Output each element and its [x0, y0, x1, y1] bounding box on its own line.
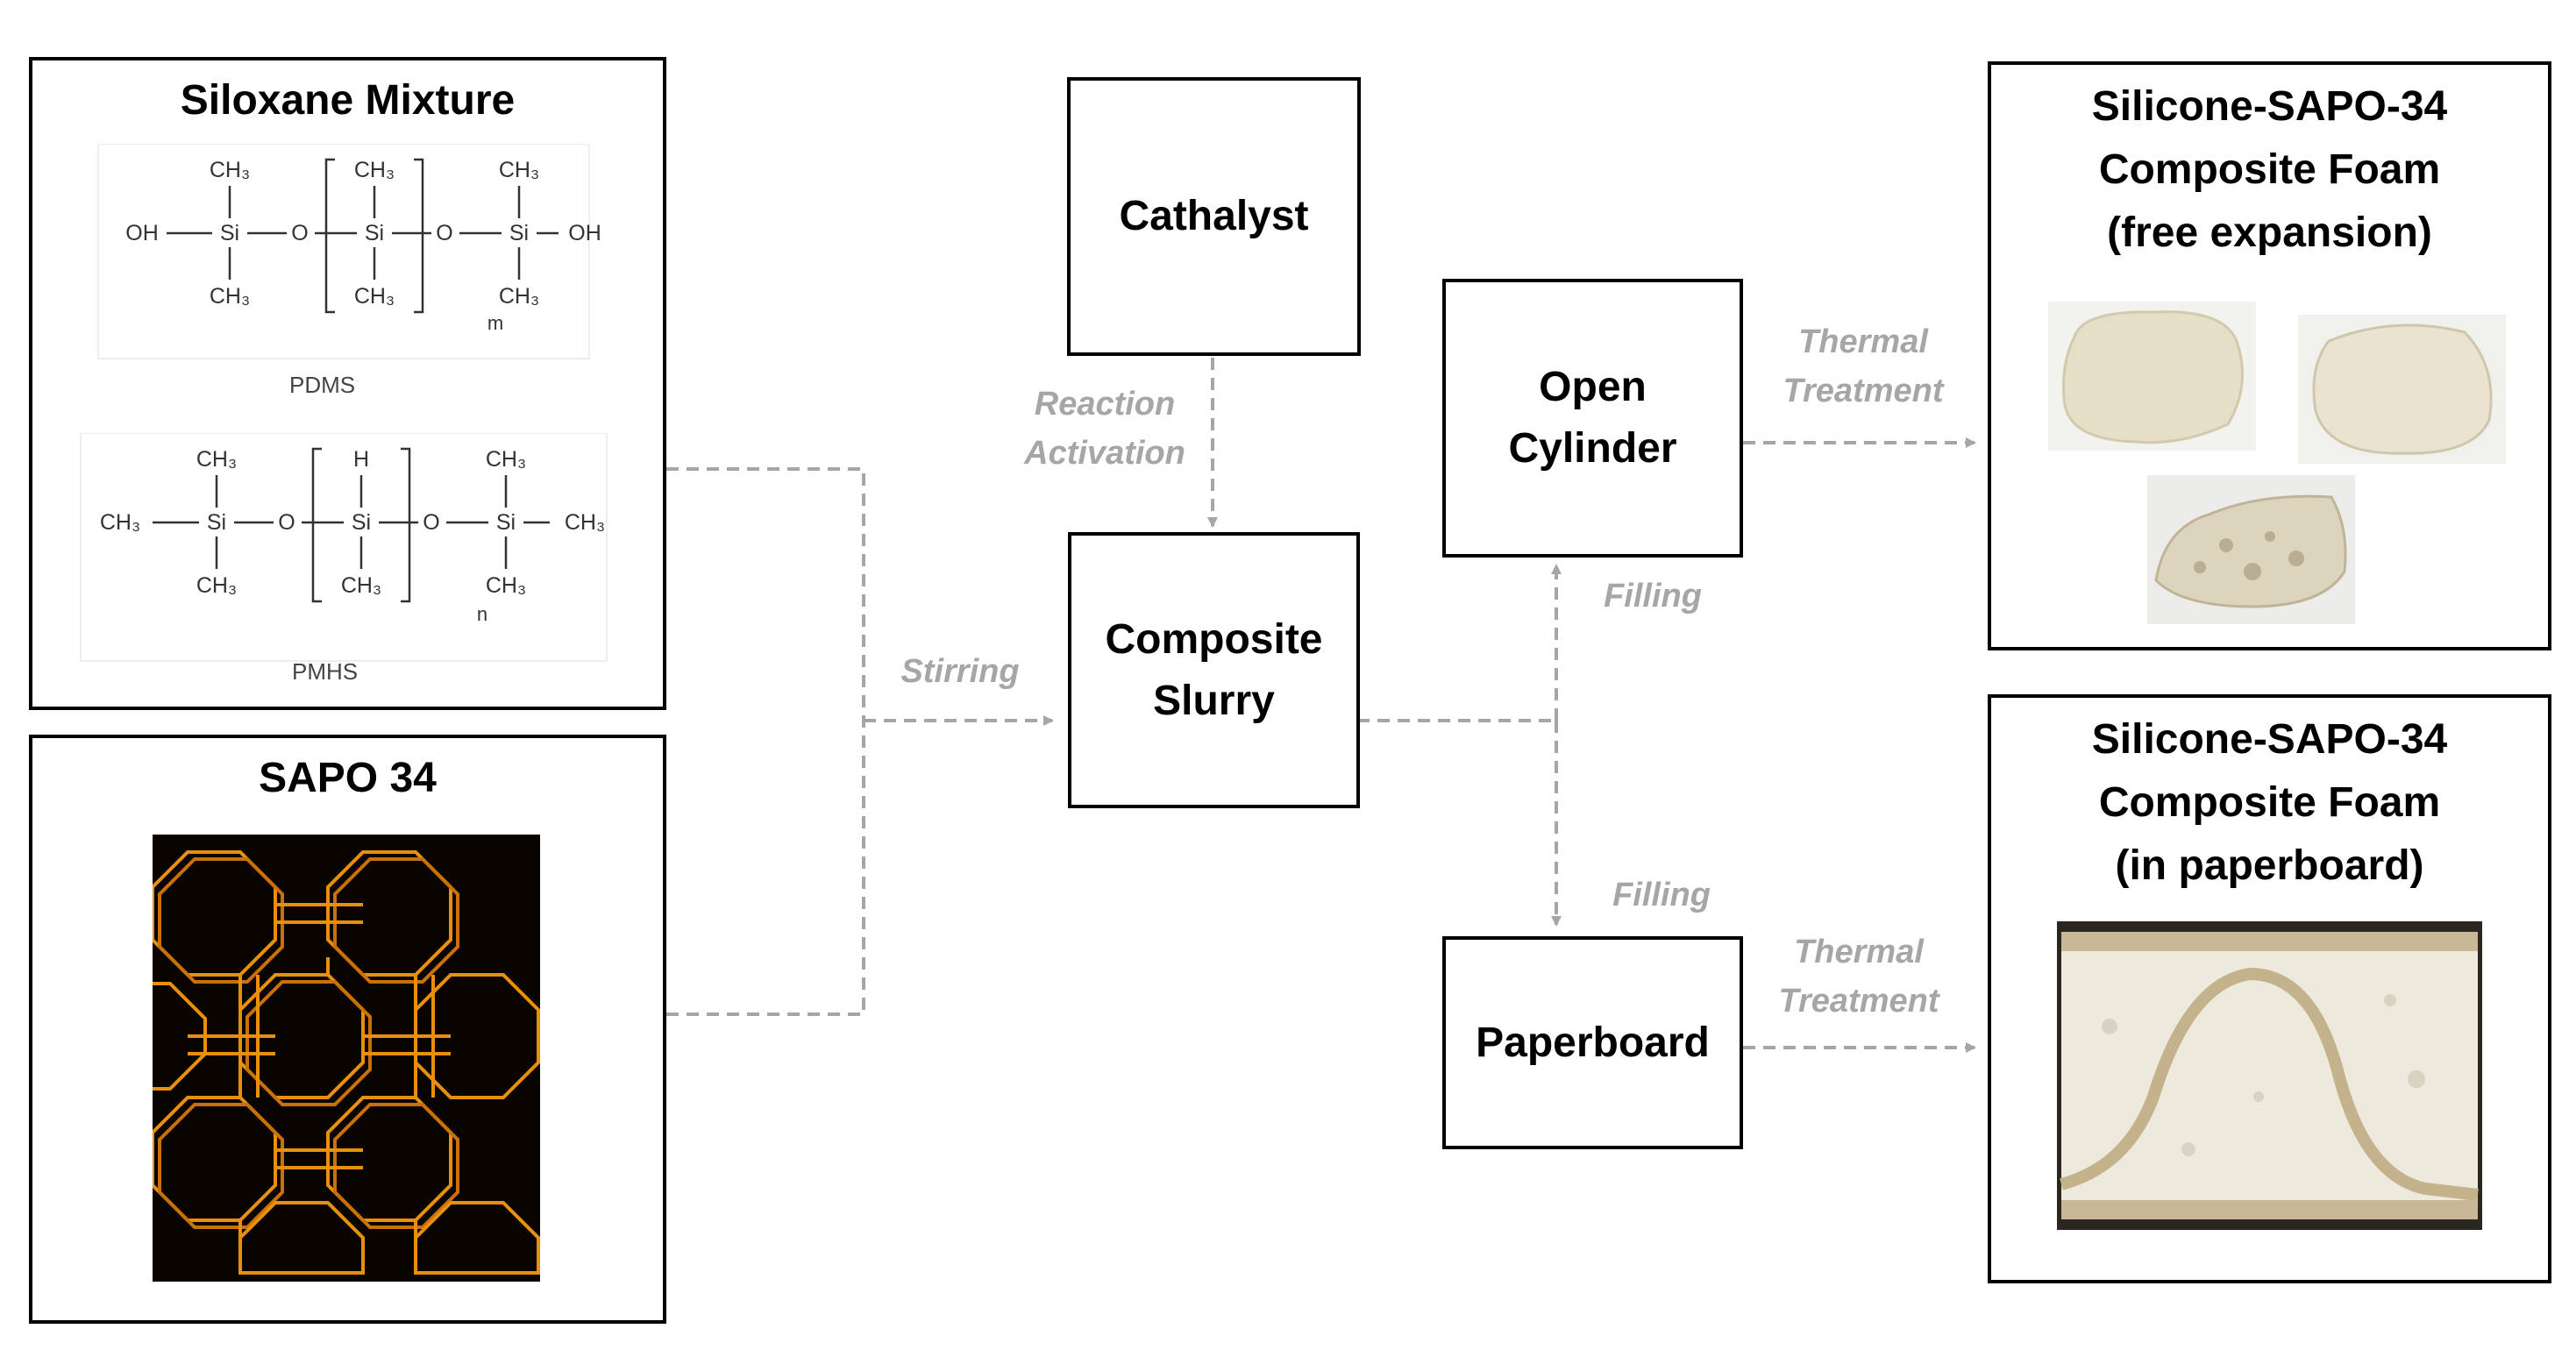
pmhs-o-2: O [423, 510, 439, 535]
arrow-siloxane-to-stirring [666, 467, 865, 1016]
pmhs-ch3-3: CH₃ [196, 573, 237, 598]
pmhs-ch3-1: CH₃ [196, 447, 237, 472]
pmhs-ch3-4: CH₃ [341, 573, 381, 598]
foam-paperboard-box: Silicone-SAPO-34 Composite Foam (in pape… [1988, 694, 2551, 1283]
pmhs-si-2: Si [352, 510, 371, 535]
foam-free-expansion-title: Silicone-SAPO-34 Composite Foam (free ex… [2091, 83, 2448, 256]
pdms-ch3-4: CH₃ [210, 284, 250, 309]
pmhs-structure: CH₃ H CH₃ CH₃ Si O Si O Si CH₃ CH₃ CH₃ C… [80, 433, 608, 662]
foam-sample-photo-3 [2147, 475, 2355, 624]
pdms-oh-left: OH [125, 221, 159, 245]
foam-paperboard-title: Silicone-SAPO-34 Composite Foam (in pape… [2091, 716, 2448, 889]
filling-bottom-label: Filling [1612, 877, 1711, 913]
pmhs-caption: PMHS [292, 658, 359, 685]
pmhs-si-1: Si [207, 510, 226, 535]
paperboard-label: Paperboard [1476, 1019, 1710, 1066]
foam-sample-photo-1 [2048, 302, 2256, 451]
pmhs-h: H [353, 447, 369, 472]
pmhs-ch3-left: CH₃ [100, 510, 140, 535]
foam-free-expansion-box: Silicone-SAPO-34 Composite Foam (free ex… [1988, 61, 2551, 650]
thermal-treatment-bottom-label: Thermal Treatment [1778, 934, 1939, 1020]
thermal-treatment-top-label: Thermal Treatment [1783, 323, 1944, 409]
pdms-ch3-1: CH₃ [210, 158, 250, 182]
pmhs-si-3: Si [496, 510, 516, 535]
filling-top-label: Filling [1604, 578, 1702, 615]
foam-sample-photo-2 [2298, 315, 2506, 464]
reaction-activation-label: Reaction Activation [1024, 386, 1185, 472]
pdms-ch3-5: CH₃ [354, 284, 395, 309]
composite-slurry-box: Composite Slurry [1068, 532, 1360, 808]
sapo34-zeolite-structure-image [153, 835, 540, 1282]
catalyst-label: Cathalyst [1119, 193, 1309, 239]
paperboard-foam-cross-section-photo [2057, 921, 2482, 1230]
pdms-o-2: O [436, 221, 452, 245]
pdms-ch3-6: CH₃ [499, 284, 539, 309]
siloxane-mixture-title: Siloxane Mixture [180, 77, 516, 124]
pdms-structure: CH₃ CH₃ CH₃ OH Si O Si O Si OH CH₃ CH₃ C… [97, 144, 601, 359]
pdms-si-1: Si [220, 221, 239, 245]
open-cylinder-box: Open Cylinder [1442, 279, 1743, 558]
pdms-si-2: Si [365, 221, 384, 245]
open-cylinder-label: Open Cylinder [1508, 364, 1677, 472]
pdms-index-m: m [487, 312, 503, 334]
stirring-label: Stirring [900, 653, 1020, 690]
composite-slurry-label: Composite Slurry [1105, 615, 1323, 724]
pdms-o-1: O [291, 221, 308, 245]
pdms-oh-right: OH [568, 221, 601, 245]
pdms-caption: PDMS [289, 372, 356, 398]
paperboard-box: Paperboard [1442, 936, 1743, 1149]
siloxane-mixture-box: Siloxane Mixture CH₃ CH₃ CH₃ OH Si O Si … [29, 57, 666, 710]
sapo34-title: SAPO 34 [259, 755, 437, 801]
catalyst-box: Cathalyst [1067, 77, 1361, 356]
pdms-si-3: Si [509, 221, 529, 245]
pmhs-ch3-2: CH₃ [486, 447, 526, 472]
pmhs-ch3-right: CH₃ [565, 510, 605, 535]
pmhs-o-1: O [278, 510, 295, 535]
sapo34-box: SAPO 34 [29, 735, 666, 1324]
pmhs-ch3-5: CH₃ [486, 573, 526, 598]
pdms-ch3-2: CH₃ [354, 158, 395, 182]
pmhs-index-n: n [477, 603, 487, 625]
pdms-ch3-3: CH₃ [499, 158, 539, 182]
